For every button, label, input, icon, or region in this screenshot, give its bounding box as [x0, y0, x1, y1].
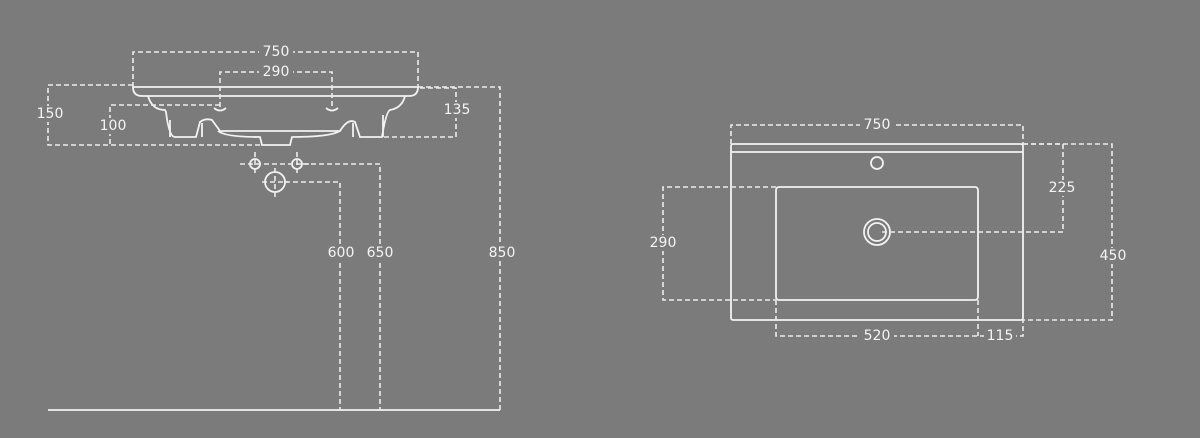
dim-drain-offset-label: 225 — [1049, 180, 1076, 196]
dim-drain-offset-line — [879, 143, 1064, 233]
dim-basin-width-line — [775, 300, 1024, 337]
bowl-outline — [775, 186, 979, 301]
dim-height-label: 150 — [37, 106, 64, 122]
side-view: 750 290 150 100 135 850 — [34, 44, 518, 411]
drain-outlet — [262, 168, 288, 198]
tap-hole-left — [213, 107, 227, 112]
sink-profile — [132, 86, 419, 146]
dim-total-height-line — [418, 86, 501, 410]
supply-valves — [240, 152, 310, 176]
dim-side-offset-label: 115 — [987, 328, 1014, 344]
dim-width-label: 750 — [263, 44, 290, 60]
dim-basin-width-label: 520 — [864, 328, 891, 344]
dim-tap-height-label: 100 — [100, 118, 127, 134]
dim-supply-height-label: 650 — [367, 245, 394, 261]
tap-hole-right — [325, 107, 339, 112]
dim-depth-label: 135 — [444, 102, 471, 118]
dim-drain-height-line — [285, 181, 341, 410]
dim-top-depth-label: 450 — [1100, 248, 1127, 264]
top-view: 750 225 450 290 520 115 — [648, 117, 1129, 344]
dim-total-height-label: 850 — [489, 245, 516, 261]
dim-top-width-label: 750 — [864, 117, 891, 133]
tap-hole — [870, 156, 884, 170]
dim-supply-height-line — [303, 163, 381, 410]
dim-drain-height-label: 600 — [328, 245, 355, 261]
dim-tap-spacing-label: 290 — [263, 64, 290, 80]
dim-top-depth-line — [1023, 143, 1113, 321]
dim-basin-depth-label: 290 — [650, 235, 677, 251]
